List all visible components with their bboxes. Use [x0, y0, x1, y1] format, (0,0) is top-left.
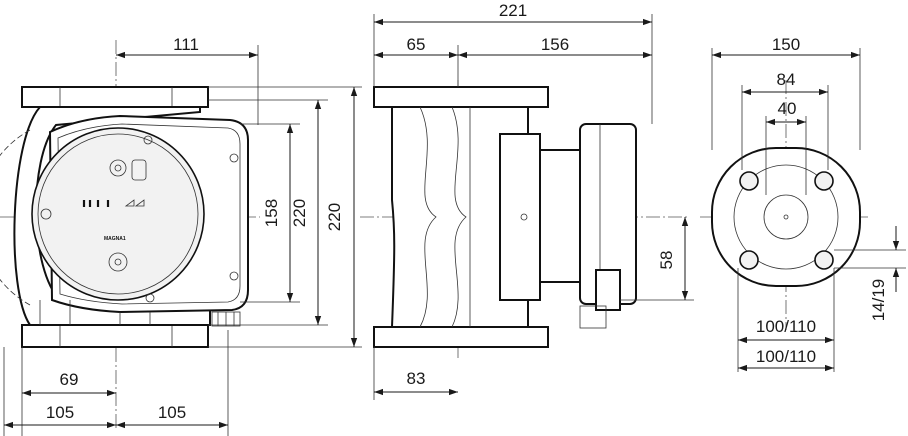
dim-83: 83: [407, 369, 426, 388]
dim-221: 221: [499, 1, 527, 20]
dim-105-left: 105: [46, 403, 74, 422]
dim-14-19: 14/19: [869, 279, 888, 322]
dim-158: 158: [262, 199, 281, 227]
dim-100-110-upper: 100/110: [756, 317, 816, 336]
brand-label: MAGNA1: [104, 236, 126, 242]
flange-view-dimensions: 150 84 40 14/19 100/110 100/110: [711, 35, 906, 372]
side-view: [360, 80, 690, 360]
front-view-dimensions: 111 158 220 220 69 105 105: [3, 35, 362, 436]
dim-58: 58: [657, 251, 676, 270]
dim-69: 69: [60, 370, 79, 389]
flange-view: [700, 80, 870, 330]
dim-220-inner: 220: [290, 199, 309, 227]
dim-105-right: 105: [158, 403, 186, 422]
dim-111: 111: [173, 35, 199, 54]
dim-65: 65: [407, 35, 426, 54]
dim-84: 84: [777, 70, 796, 89]
dim-100-110-lower: 100/110: [756, 347, 816, 366]
dim-220-outer: 220: [325, 203, 344, 231]
dim-150: 150: [772, 35, 800, 54]
front-view: MAGNA1: [0, 40, 260, 430]
side-view-dimensions: 221 65 156 58 83: [373, 1, 694, 400]
dim-156: 156: [541, 35, 569, 54]
dim-40: 40: [778, 99, 797, 118]
